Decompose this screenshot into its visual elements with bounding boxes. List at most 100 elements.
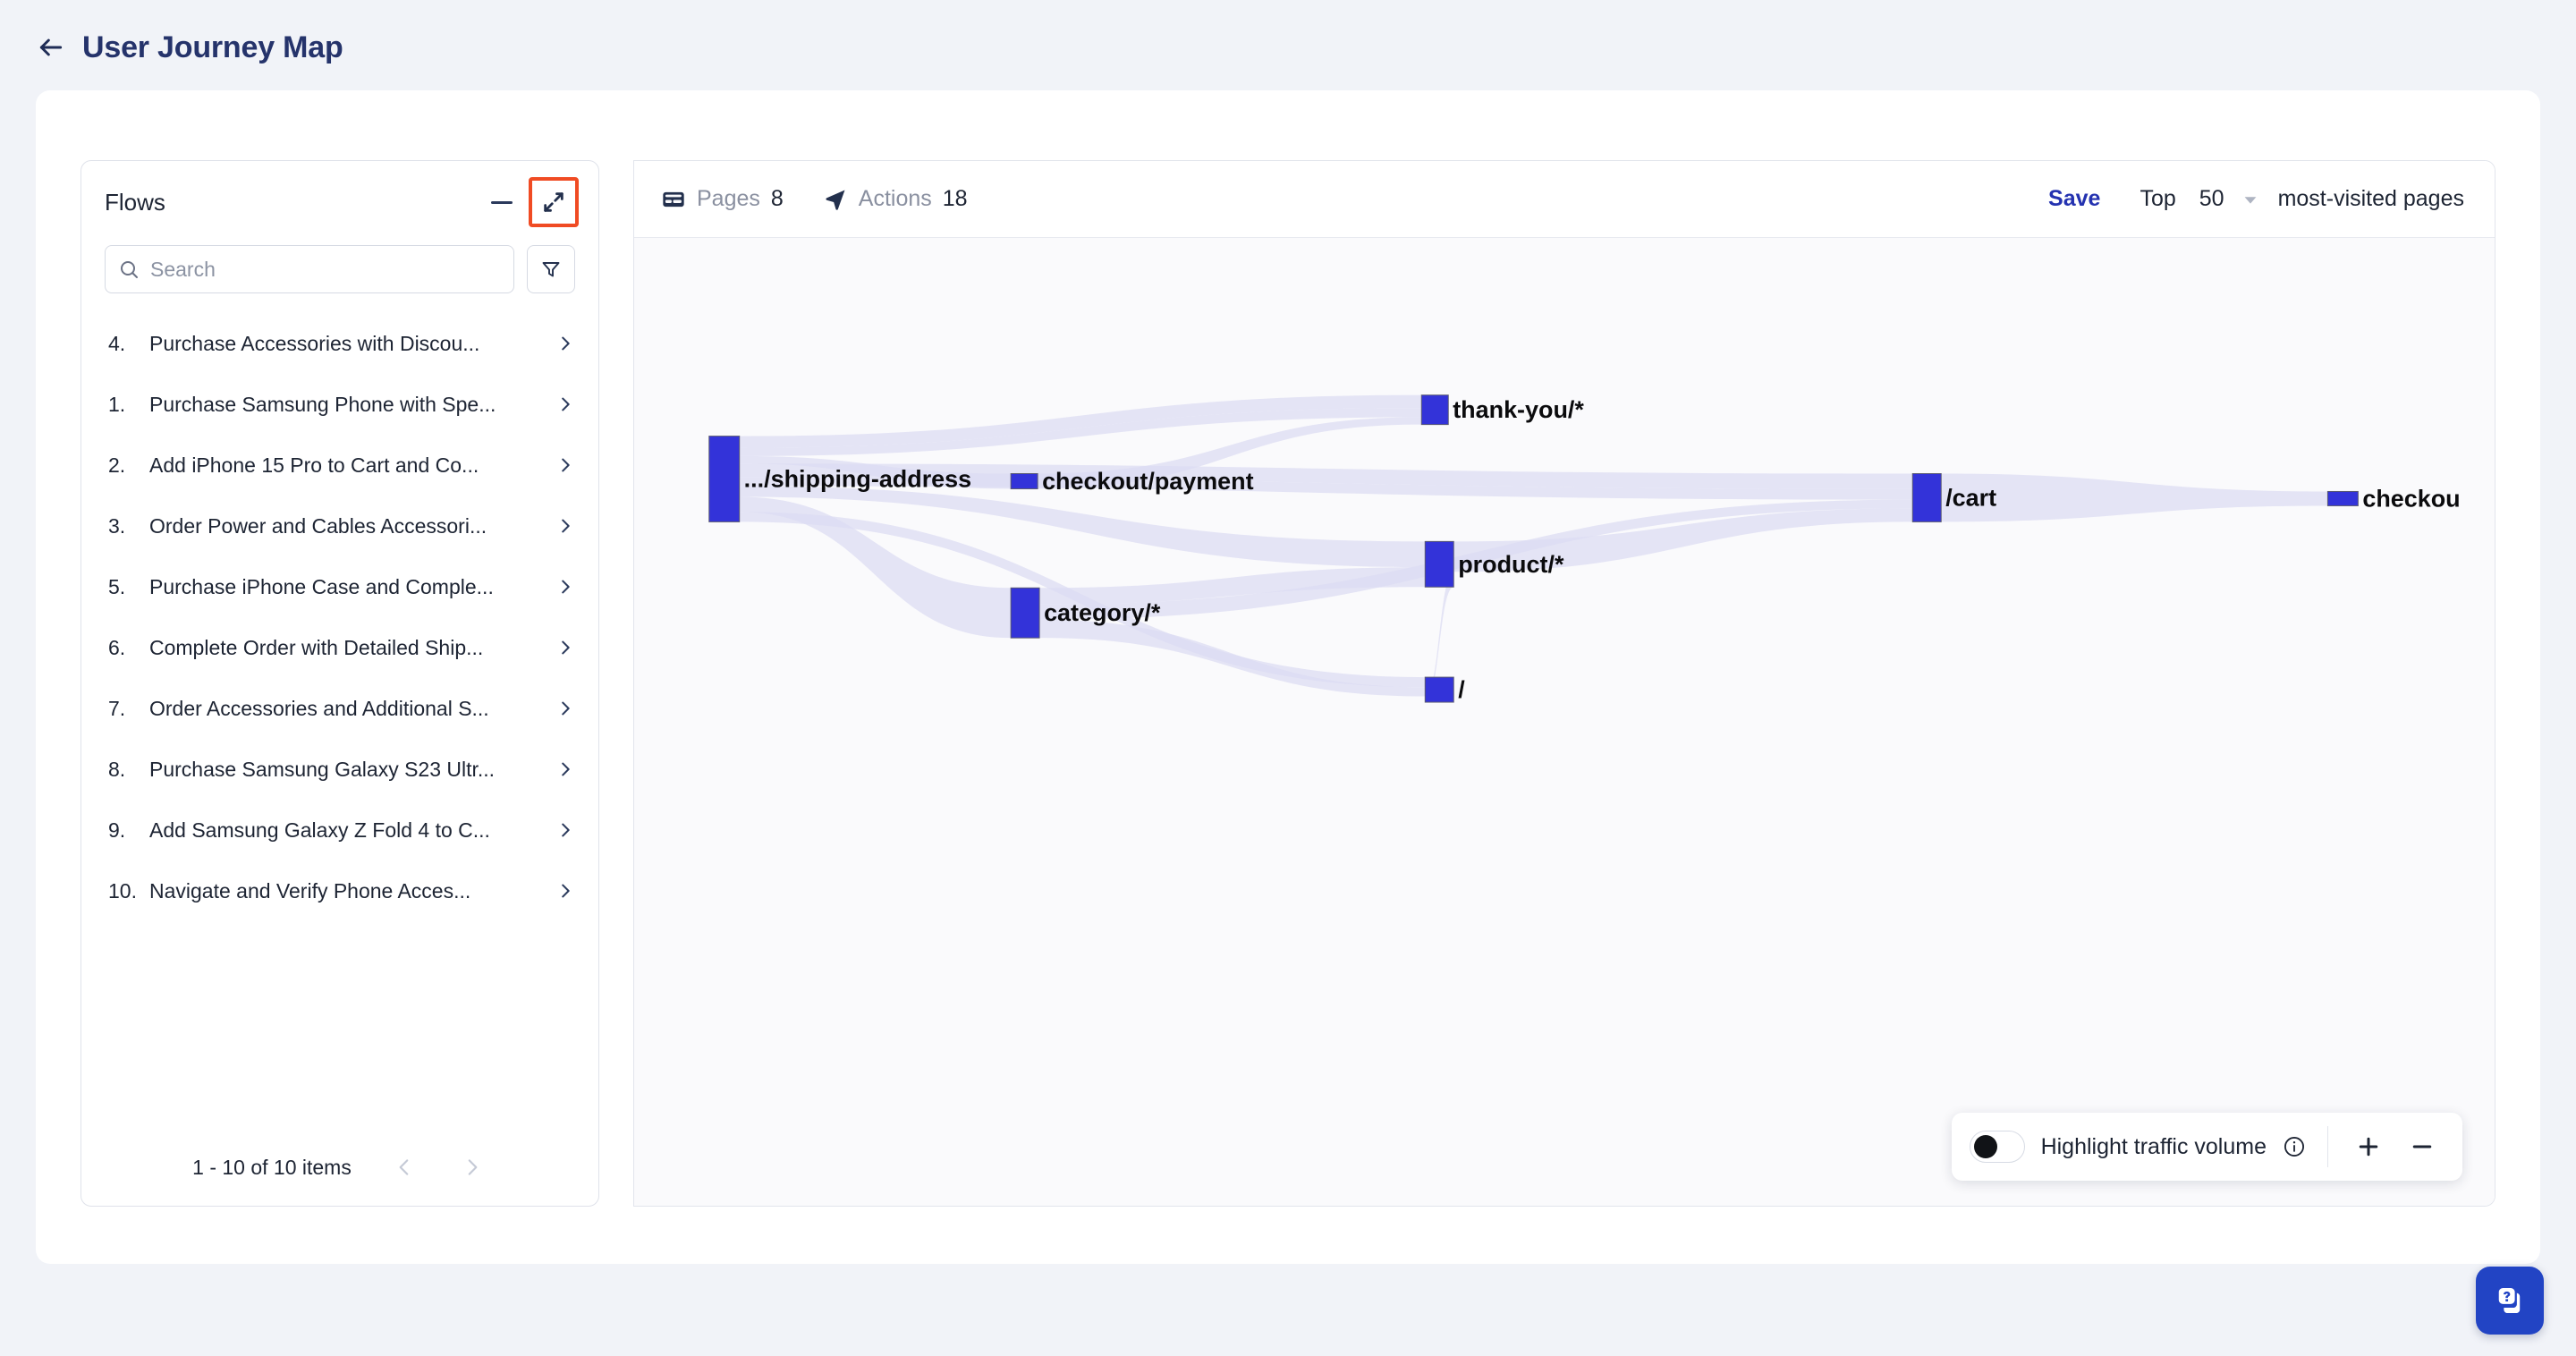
sankey-link[interactable] (739, 394, 1422, 448)
chevron-right-icon[interactable] (457, 1152, 487, 1182)
sankey-node[interactable] (1010, 473, 1038, 489)
sankey-node[interactable] (2326, 490, 2359, 506)
sankey-link[interactable] (739, 496, 1012, 639)
flow-index: 9. (108, 818, 126, 842)
flows-search-row (81, 245, 598, 293)
sankey-node[interactable] (708, 436, 741, 522)
chevron-right-icon[interactable] (555, 699, 575, 718)
save-button[interactable]: Save (2048, 186, 2101, 211)
chevron-right-icon[interactable] (555, 334, 575, 353)
search-box[interactable] (105, 245, 514, 293)
sankey-node-label: product/* (1458, 551, 1564, 578)
flow-label: Navigate and Verify Phone Acces... (149, 878, 471, 903)
canvas-toolbar: Pages 8 Actions 18 Save Top 50 (634, 161, 2495, 238)
arrow-left-icon[interactable] (36, 32, 66, 63)
chevron-left-icon[interactable] (389, 1152, 419, 1182)
chevron-right-icon[interactable] (555, 394, 575, 414)
list-item[interactable]: 3. Order Power and Cables Accessori... (81, 496, 598, 556)
sankey-node-label: thank-you/* (1453, 396, 1584, 423)
highlight-traffic-label: Highlight traffic volume (2040, 1133, 2267, 1159)
chevron-right-icon[interactable] (555, 638, 575, 657)
sankey-node-label: checkou (2362, 485, 2460, 512)
journey-canvas-panel: Pages 8 Actions 18 Save Top 50 (633, 160, 2496, 1207)
list-item[interactable]: 1. Purchase Samsung Phone with Spe... (81, 374, 598, 435)
sankey-node-label: / (1458, 676, 1465, 703)
flow-label: Purchase Samsung Galaxy S23 Ultr... (149, 757, 496, 781)
sankey-link[interactable] (739, 486, 1426, 568)
filter-funnel-icon[interactable] (527, 245, 575, 293)
flows-title: Flows (105, 188, 165, 216)
plus-icon[interactable] (2350, 1128, 2387, 1165)
sankey-link[interactable] (1425, 572, 1454, 703)
flow-index: 7. (108, 696, 126, 720)
flow-label: Purchase iPhone Case and Comple... (149, 574, 494, 598)
browser-window-icon (661, 187, 686, 212)
canvas-controls: Highlight traffic volume (1951, 1113, 2462, 1181)
sankey-links (739, 394, 2328, 703)
minimize-icon[interactable] (482, 182, 521, 222)
page-header: User Journey Map (36, 20, 343, 75)
list-item[interactable]: 2. Add iPhone 15 Pro to Cart and Co... (81, 435, 598, 496)
actions-count: 18 (942, 186, 968, 211)
sankey-link[interactable] (1039, 619, 1426, 697)
flows-panel: Flows (80, 160, 599, 1207)
search-icon (118, 258, 140, 280)
sankey-link[interactable] (1453, 508, 1913, 572)
list-item[interactable]: 9. Add Samsung Galaxy Z Fold 4 to C... (81, 800, 598, 860)
list-item[interactable]: 8. Purchase Samsung Galaxy S23 Ultr... (81, 739, 598, 800)
list-item[interactable]: 10. Navigate and Verify Phone Acces... (81, 860, 598, 921)
help-card-icon[interactable] (2476, 1267, 2544, 1335)
sankey-node[interactable] (1911, 473, 1942, 522)
flows-list: 4. Purchase Accessories with Discou... 1… (81, 313, 598, 1129)
sankey-link[interactable] (1941, 473, 2328, 522)
control-divider (2327, 1126, 2328, 1167)
sort-mode-label[interactable]: most-visited pages (2277, 186, 2464, 211)
highlight-traffic-toggle[interactable] (1969, 1131, 2025, 1163)
flow-index: 6. (108, 635, 126, 659)
list-item[interactable]: 5. Purchase iPhone Case and Comple... (81, 556, 598, 617)
sankey-link[interactable] (739, 463, 1913, 489)
flows-panel-header: Flows (81, 161, 598, 243)
actions-stat: Actions 18 (823, 186, 968, 212)
top-value[interactable]: 50 (2199, 186, 2224, 211)
pages-count: 8 (770, 186, 784, 211)
sankey-link[interactable] (739, 408, 1422, 456)
chevron-right-icon[interactable] (555, 577, 575, 597)
chevron-down-icon[interactable] (2235, 184, 2266, 215)
chevron-right-icon[interactable] (555, 881, 575, 901)
sankey-node-label: checkout/payment (1042, 468, 1254, 495)
flows-pagination: 1 - 10 of 10 items (81, 1129, 598, 1206)
flow-index: 3. (108, 513, 126, 538)
flow-label: Order Accessories and Additional S... (149, 696, 489, 720)
list-item[interactable]: 6. Complete Order with Detailed Ship... (81, 617, 598, 678)
chevron-right-icon[interactable] (555, 759, 575, 779)
search-input[interactable] (150, 257, 501, 282)
pagination-info: 1 - 10 of 10 items (192, 1155, 352, 1179)
sankey-node-label: /cart (1945, 484, 1996, 511)
minus-icon[interactable] (2403, 1128, 2441, 1165)
sankey-link[interactable] (1038, 417, 1422, 489)
list-item[interactable]: 4. Purchase Accessories with Discou... (81, 313, 598, 374)
list-item[interactable]: 7. Order Accessories and Additional S... (81, 678, 598, 739)
sankey-node[interactable] (1424, 676, 1454, 703)
chevron-right-icon[interactable] (555, 820, 575, 840)
expand-diagonal-icon[interactable] (529, 177, 579, 227)
chevron-right-icon[interactable] (555, 455, 575, 475)
flow-label: Order Power and Cables Accessori... (149, 513, 487, 538)
chevron-right-icon[interactable] (555, 516, 575, 536)
actions-label: Actions (858, 186, 932, 211)
info-circle-icon[interactable] (2283, 1135, 2306, 1158)
sankey-node[interactable] (1420, 394, 1449, 426)
sankey-link[interactable] (1039, 567, 1426, 605)
sankey-node[interactable] (1010, 587, 1040, 639)
flow-label: Add Samsung Galaxy Z Fold 4 to C... (149, 818, 490, 842)
flow-index: 2. (108, 453, 126, 477)
sankey-node[interactable] (1424, 540, 1454, 588)
flow-label: Purchase Samsung Phone with Spe... (149, 392, 496, 416)
flow-label: Add iPhone 15 Pro to Cart and Co... (149, 453, 479, 477)
flow-index: 10. (108, 878, 137, 903)
flow-label: Complete Order with Detailed Ship... (149, 635, 484, 659)
